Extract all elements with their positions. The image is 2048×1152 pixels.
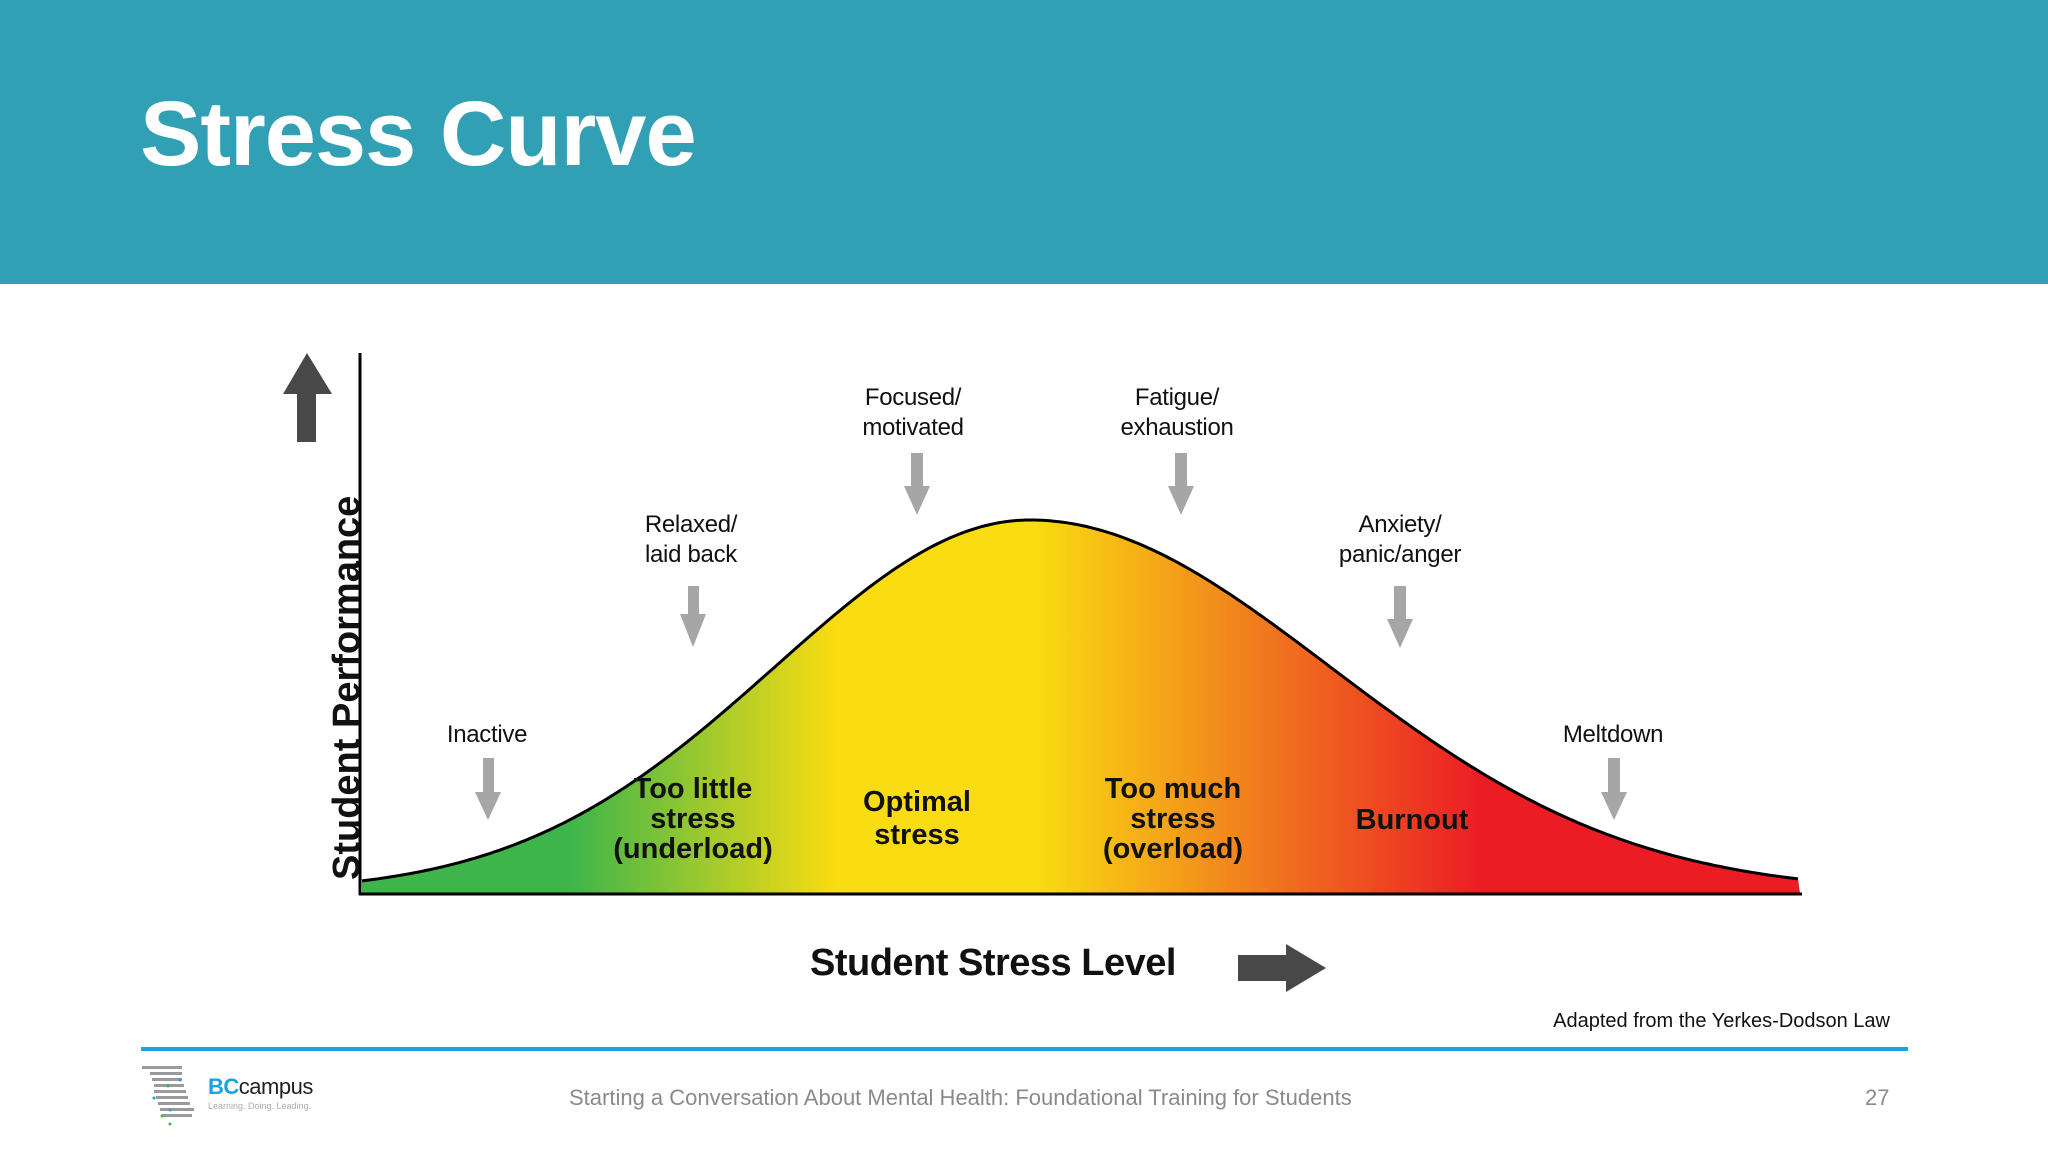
label-fatigue: Fatigue/ exhaustion xyxy=(1120,383,1233,443)
label-anxiety-line1: Anxiety/ xyxy=(1358,511,1442,538)
label-relaxed-line1: Relaxed/ xyxy=(644,511,738,538)
label-anxiety: Anxiety/ panic/anger xyxy=(1339,510,1461,570)
footer-divider xyxy=(141,1047,1908,1051)
bc-map-dots-icon xyxy=(142,1066,194,1126)
logo-campus: campus xyxy=(238,1074,314,1099)
zone-optimal-line2: stress xyxy=(874,819,960,851)
label-inactive: Inactive xyxy=(446,721,528,748)
label-fatigue-line1: Fatigue/ xyxy=(1134,384,1220,411)
footer-title: Starting a Conversation About Mental Hea… xyxy=(569,1085,1352,1110)
label-relaxed-line2: laid back xyxy=(644,541,738,568)
zone-overload-line1: Too much xyxy=(1104,773,1242,805)
zone-overload: Too much stress (overload) xyxy=(1103,774,1243,864)
label-focused-line2: motivated xyxy=(862,414,964,441)
zone-overload-line2: stress xyxy=(1130,803,1216,835)
zone-optimal-line1: Optimal xyxy=(863,786,971,818)
logo-tagline: Learning. Doing. Leading. xyxy=(208,1101,312,1111)
label-meltdown: Meltdown xyxy=(1562,721,1664,748)
curve-area xyxy=(362,520,1800,893)
x-axis-arrow-icon xyxy=(1238,944,1326,992)
zone-underload-line2: stress xyxy=(650,803,736,835)
zone-underload: Too little stress (underload) xyxy=(613,774,773,864)
logo-bc: BC xyxy=(208,1074,239,1099)
zone-optimal: Optimal stress xyxy=(863,787,971,850)
x-axis-label: Student Stress Level xyxy=(810,942,1176,984)
arrow-focused-icon xyxy=(904,453,930,515)
logo-wordmark: BCcampus xyxy=(208,1074,313,1100)
page-number: 27 xyxy=(1865,1085,1890,1110)
curve-line xyxy=(361,518,1799,883)
label-focused-line1: Focused/ xyxy=(864,384,962,411)
arrow-anxiety-icon xyxy=(1387,586,1413,648)
zone-underload-line3: (underload) xyxy=(613,833,773,865)
y-axis-label: Student Performance xyxy=(326,495,368,880)
label-anxiety-line2: panic/anger xyxy=(1338,541,1462,568)
arrow-inactive-icon xyxy=(475,758,501,820)
label-relaxed: Relaxed/ laid back xyxy=(644,510,738,570)
zone-overload-line3: (overload) xyxy=(1102,833,1244,865)
zone-underload-line1: Too little xyxy=(633,773,753,805)
label-focused: Focused/ motivated xyxy=(862,383,964,443)
zone-burnout: Burnout xyxy=(1355,804,1469,836)
page-title: Stress Curve xyxy=(140,83,697,185)
source-note: Adapted from the Yerkes-Dodson Law xyxy=(1553,1010,1890,1032)
title-banner: Stress Curve xyxy=(0,0,2048,284)
arrow-fatigue-icon xyxy=(1168,453,1194,515)
arrow-meltdown-icon xyxy=(1601,758,1627,820)
label-fatigue-line2: exhaustion xyxy=(1120,414,1234,441)
bccampus-logo: BCcampus Learning. Doing. Leading. xyxy=(140,1064,320,1134)
arrow-relaxed-icon xyxy=(680,586,706,647)
y-axis-arrow-icon xyxy=(283,353,332,442)
